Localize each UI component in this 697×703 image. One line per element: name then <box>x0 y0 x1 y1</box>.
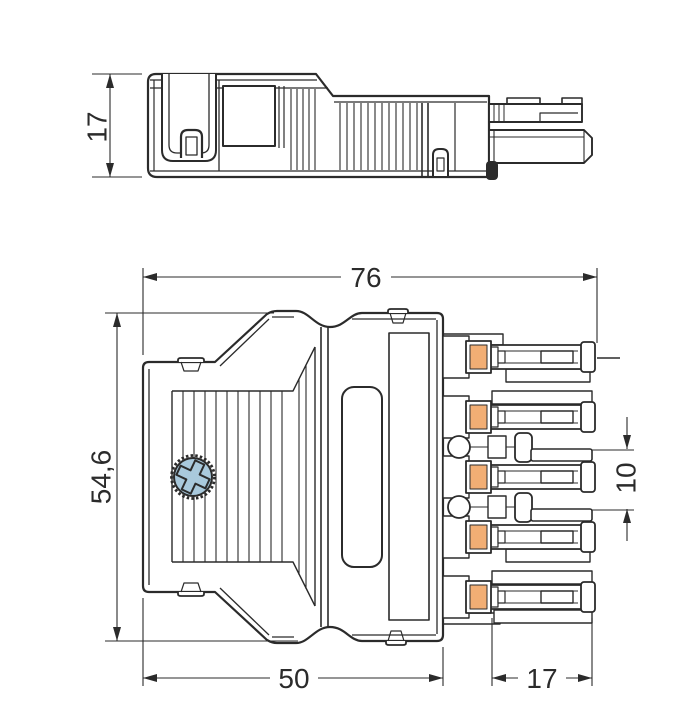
arrowhead <box>143 273 157 281</box>
arrowhead <box>623 435 631 449</box>
front-panel-recess <box>388 332 430 621</box>
arrowhead <box>106 74 114 88</box>
arrowhead <box>578 674 592 682</box>
drawing-linework <box>92 72 635 686</box>
arrowhead <box>113 313 121 327</box>
side-foot-tab <box>486 161 498 180</box>
dim-label-housing-width: 50 <box>278 663 309 694</box>
marking-window <box>341 386 383 568</box>
side-window <box>222 85 276 147</box>
fixing-screw-icon <box>170 454 216 500</box>
arrowhead <box>583 273 597 281</box>
front-view <box>105 268 635 686</box>
side-cable-clamp <box>161 74 217 162</box>
housing-latch-tabs <box>177 308 409 646</box>
dim-overall-width <box>142 268 598 355</box>
side-view <box>92 72 593 179</box>
dimension-annotations: 17 76 54,6 50 17 10 <box>82 74 642 694</box>
side-rib-lines <box>290 89 418 170</box>
dim-label-overall-height: 54,6 <box>86 450 117 505</box>
front-housing-inner-lines <box>148 316 438 638</box>
arrowhead <box>623 509 631 523</box>
arrowhead <box>143 674 157 682</box>
dim-label-contact-length: 17 <box>526 663 557 694</box>
arrowhead <box>106 163 114 177</box>
dim-label-side-height: 17 <box>82 111 113 142</box>
dim-housing-width <box>142 598 444 686</box>
side-contact-pins <box>488 97 593 164</box>
dim-label-pole-pitch: 10 <box>611 462 642 493</box>
arrowhead <box>113 627 121 641</box>
arrowhead <box>429 674 443 682</box>
dim-side-height <box>92 73 142 178</box>
dim-overall-height <box>105 312 298 642</box>
side-locking-latch <box>421 103 456 176</box>
dim-label-overall-width: 76 <box>350 262 381 293</box>
arrowhead <box>492 674 506 682</box>
